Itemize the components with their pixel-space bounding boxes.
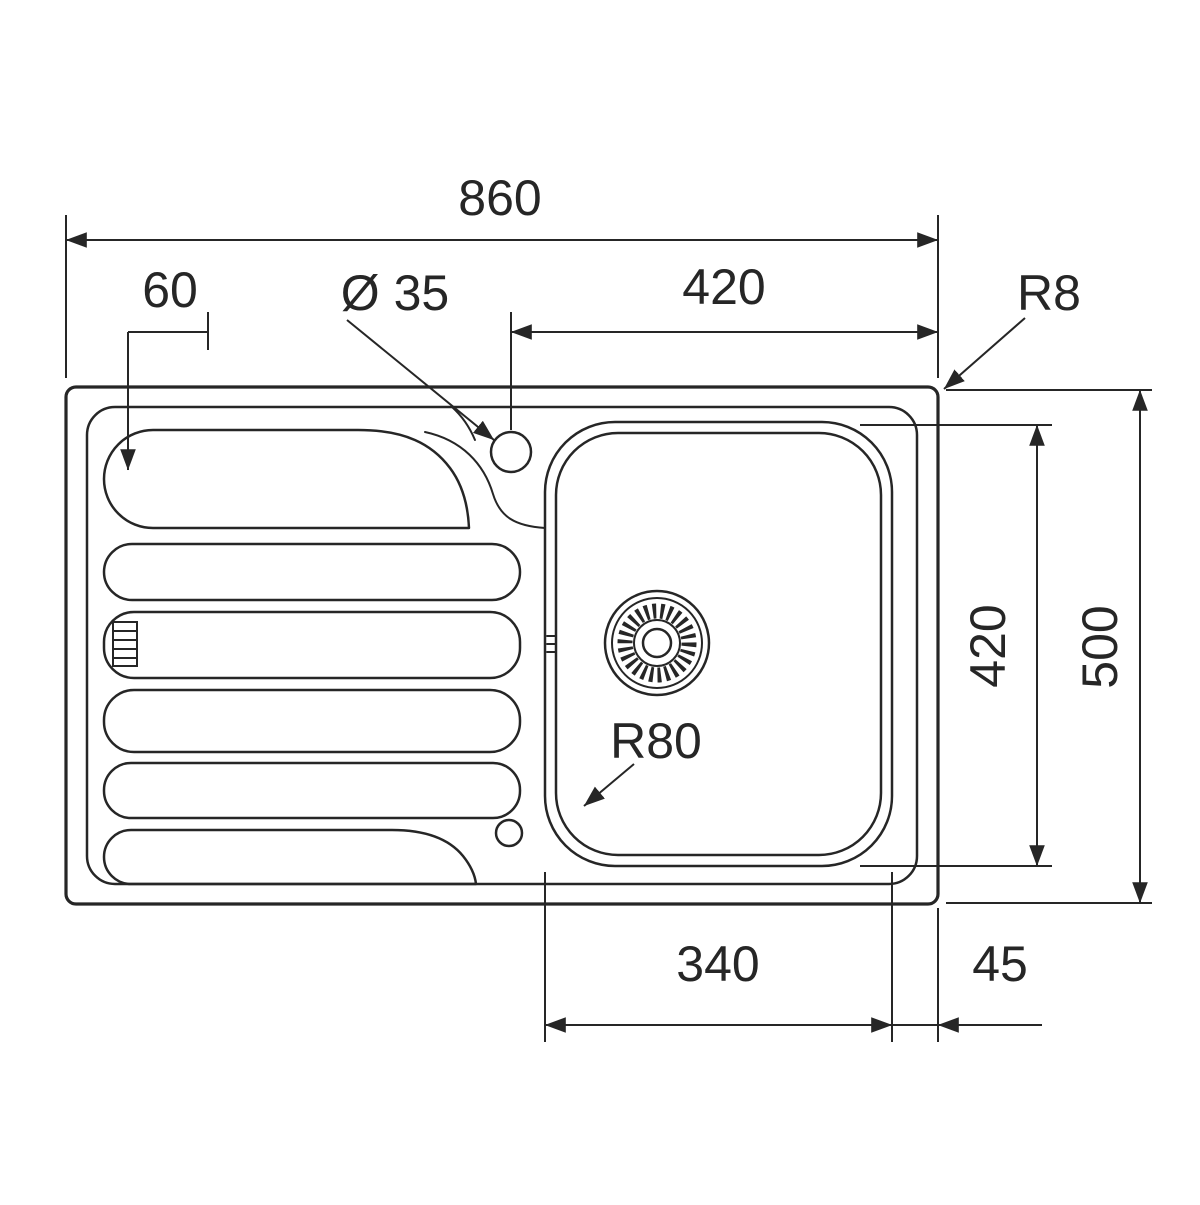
drain-assembly [603,589,711,697]
sink-outer-edge [64,385,940,906]
dim-r80-label: R80 [610,713,702,769]
drain-outer-ring [603,589,711,697]
drainer-groove-bottom [102,828,478,886]
dim-420t-label: 420 [682,259,765,315]
dim-overall-depth: 500 [946,389,1152,904]
dim-d35-leader [346,319,495,441]
dim-60-label: 60 [142,262,198,318]
dim-r80-leader [583,763,635,807]
dim-bowl-right-offset: 45 [892,908,1042,1042]
dim-420r-label: 420 [960,604,1016,687]
dim-bowl-corner-radius: R80 [583,713,702,807]
dim-45-label: 45 [972,936,1028,992]
sink-rim [85,405,919,886]
dim-overall-width: 860 [65,170,939,378]
dim-r8-leader [943,317,1026,390]
dim-860-label: 860 [458,170,541,226]
dim-drainer-offset: 60 [120,262,209,471]
sink-outline [64,385,940,906]
drain-strainer-slots [617,603,697,683]
drainer-board [102,406,546,886]
dim-500-label: 500 [1072,605,1128,688]
dim-tap-to-right: 420 [510,259,939,430]
bowl-rim-marking [546,635,557,653]
dim-bowl-height: 420 [860,424,1052,867]
drain-ring-2 [611,597,703,689]
overflow-hole [494,818,524,848]
drainer-grille-detail [112,621,138,667]
drainer-groove-3 [102,610,522,680]
tap-area-contour-2 [451,406,476,441]
drainer-groove-5 [102,761,522,820]
grille-frame [112,621,138,667]
sink-bowl [489,420,894,868]
dimension-annotations: 860 60 Ø 35 420 R [65,170,1152,1042]
tap-hole [489,430,533,474]
drain-ring-3 [633,619,681,667]
drainer-groove-top [102,428,471,530]
dim-bowl-width: 340 [544,872,893,1042]
drainer-groove-2 [102,542,522,602]
dim-tap-hole-diameter: Ø 35 [341,265,495,441]
dim-outer-corner-radius: R8 [943,265,1081,390]
drainer-groove-4 [102,688,522,754]
dim-d35-label: Ø 35 [341,265,449,321]
dim-340-label: 340 [676,936,759,992]
tap-area-contour [424,431,546,529]
bowl-outer-rim [543,420,894,868]
dim-r8-label: R8 [1017,265,1081,321]
drain-center-knob [641,627,673,659]
